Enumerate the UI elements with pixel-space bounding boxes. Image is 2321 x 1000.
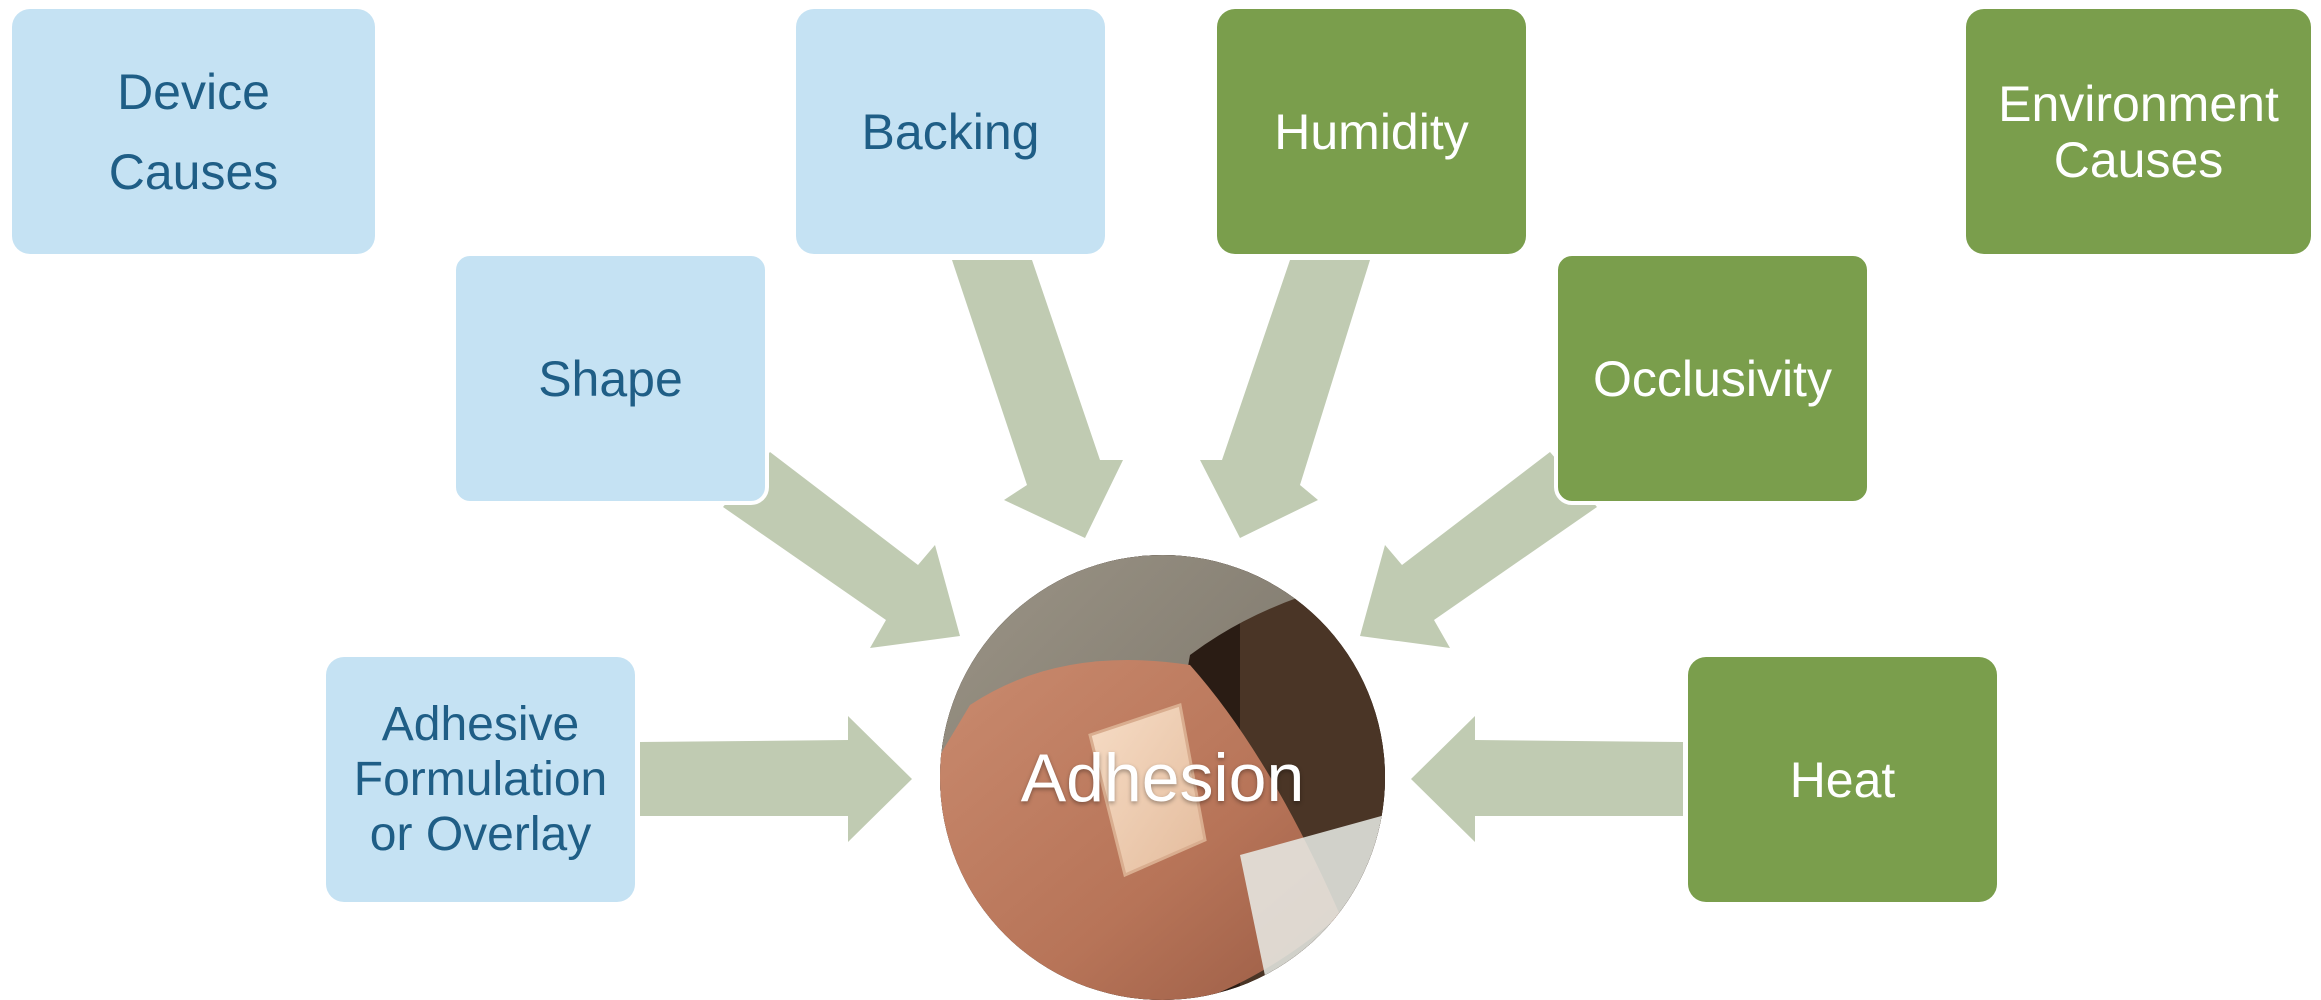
- device-causes-line1: Device: [109, 52, 279, 132]
- factor-heat-label: Heat: [1790, 751, 1896, 809]
- arrow-heat: [1411, 716, 1683, 842]
- factor-adhesive-line2: Formulation: [354, 752, 607, 807]
- factor-humidity: Humidity: [1217, 9, 1526, 254]
- factor-adhesive-line1: Adhesive: [354, 697, 607, 752]
- factor-backing: Backing: [796, 9, 1105, 254]
- environment-causes-header: Environment Causes: [1966, 9, 2311, 254]
- environment-causes-line1: Environment: [1998, 76, 2279, 132]
- factor-adhesive-formulation: Adhesive Formulation or Overlay: [326, 657, 635, 902]
- factor-adhesive-line3: or Overlay: [354, 807, 607, 862]
- factor-shape: Shape: [452, 252, 769, 505]
- device-causes-header: Device Causes: [12, 9, 375, 254]
- factor-backing-label: Backing: [862, 103, 1040, 161]
- arrow-adhesive: [640, 716, 912, 842]
- factor-shape-label: Shape: [538, 350, 683, 408]
- adhesion-center: Adhesion: [940, 555, 1385, 1000]
- factor-heat: Heat: [1688, 657, 1997, 902]
- adhesion-label: Adhesion: [1021, 739, 1305, 817]
- factor-occlusivity: Occlusivity: [1554, 252, 1871, 505]
- device-causes-line2: Causes: [109, 132, 279, 212]
- factor-humidity-label: Humidity: [1274, 103, 1468, 161]
- arrow-backing: [952, 260, 1123, 538]
- factor-occlusivity-label: Occlusivity: [1593, 350, 1832, 408]
- arrow-humidity: [1200, 260, 1370, 538]
- environment-causes-line2: Causes: [1998, 132, 2279, 188]
